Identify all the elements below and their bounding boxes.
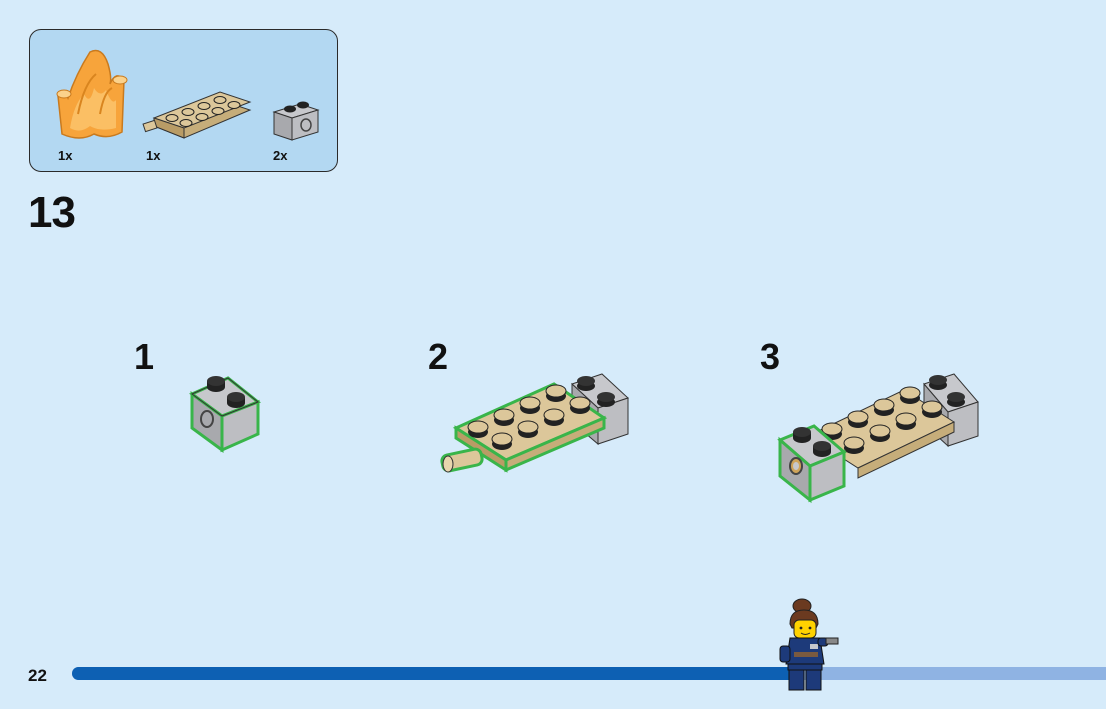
sub-step-2-illustration <box>440 373 629 473</box>
quantity-label: 1x <box>146 148 161 163</box>
sub-step-1-illustration <box>189 376 261 453</box>
tan-plate-part-image <box>142 91 252 139</box>
flame-rock-part-image <box>56 49 128 139</box>
sub-step-label: 2 <box>428 336 449 377</box>
sub-step-label: 3 <box>760 336 781 377</box>
quantity-label: 2x <box>273 148 288 163</box>
step-number: 13 <box>28 188 76 237</box>
sub-step-3-illustration <box>777 373 979 504</box>
page-number: 22 <box>28 666 47 685</box>
gray-technic-brick-part-image <box>272 101 320 141</box>
parts-list-box: 1x 1x 2x <box>29 29 338 172</box>
quantity-label: 1x <box>58 148 73 163</box>
police-minifigure-image <box>779 598 839 691</box>
sub-step-label: 1 <box>134 336 155 377</box>
progress-bar <box>72 667 796 680</box>
